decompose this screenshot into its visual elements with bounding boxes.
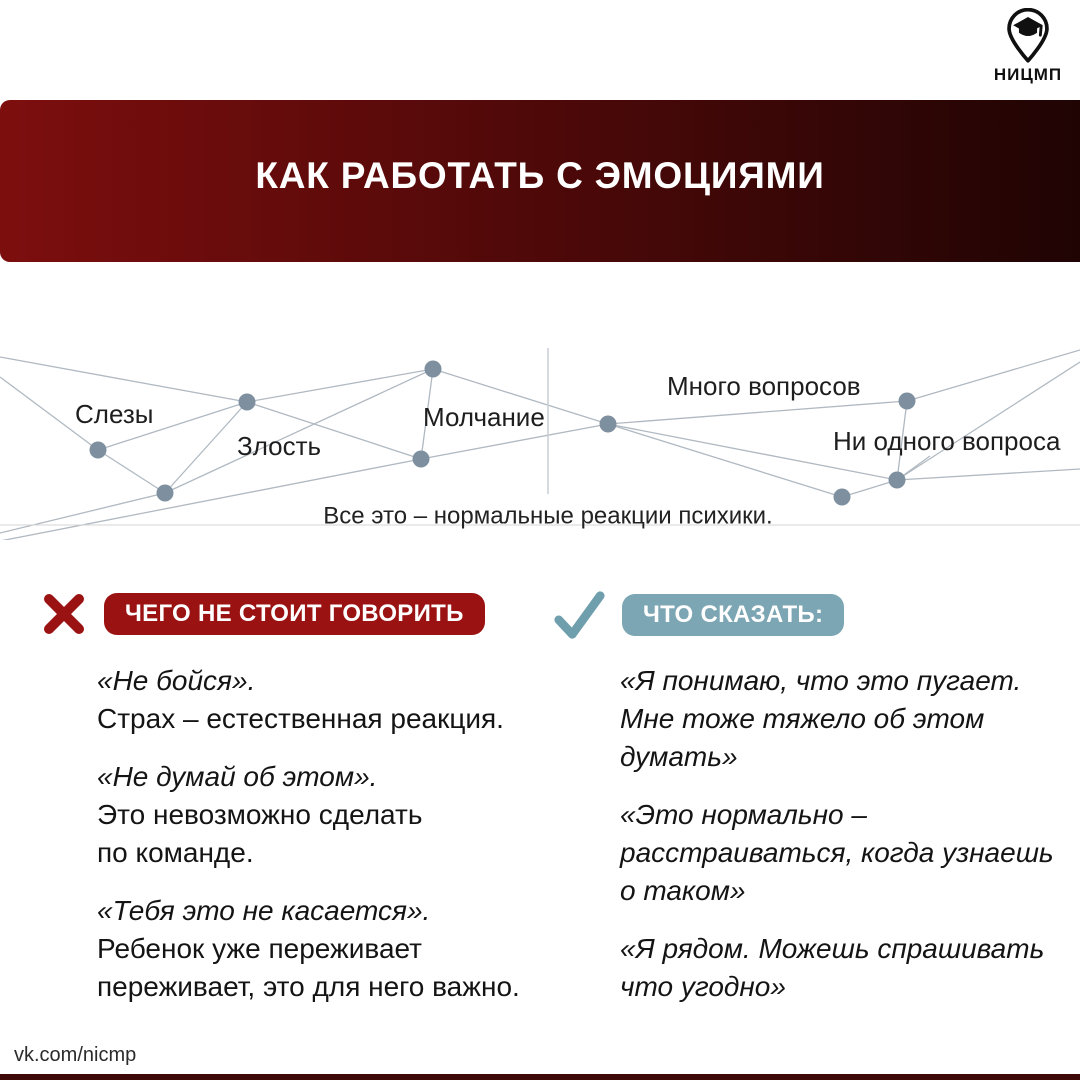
quote-line: «Это нормально – [620,799,867,830]
say-item: «Я рядом. Можешь спрашивать что угодно» [620,930,1080,1006]
explanation-line: по команде. [97,837,254,868]
quote-line: «Я понимаю, что это пугает. [620,665,1022,696]
svg-text:Все это – нормальные реакции п: Все это – нормальные реакции психики. [323,503,772,530]
svg-text:Молчание: Молчание [423,402,545,432]
bottom-accent-bar [0,1074,1080,1080]
say-section-header: ЧТО СКАЗАТЬ: [552,588,845,642]
dont-list: «Не бойся». Страх – естественная реакция… [97,662,567,1026]
svg-text:Слезы: Слезы [75,399,153,429]
dont-badge: ЧЕГО НЕ СТОИТ ГОВОРИТЬ [104,593,485,635]
dont-item: «Не бойся». Страх – естественная реакция… [97,662,567,738]
logo-pin-graduation-icon [1007,8,1049,63]
dont-item: «Тебя это не касается». Ребенок уже пере… [97,892,567,1006]
quote-line: «Тебя это не касается». [97,895,431,926]
say-list: «Я понимаю, что это пугает. Мне тоже тяж… [620,662,1080,1026]
say-item: «Я понимаю, что это пугает. Мне тоже тяж… [620,662,1080,776]
cross-icon [44,594,84,634]
quote-line: о таком» [620,875,746,906]
vk-link[interactable]: vk.com/nicmp [14,1044,137,1066]
page-title: КАК РАБОТАТЬ С ЭМОЦИЯМИ [255,155,825,196]
quote-line: «Не бойся». [97,665,256,696]
quote-line: думать» [620,741,738,772]
explanation-line: переживает, это для него важно. [97,971,520,1002]
quote-line: «Я рядом. Можешь спрашивать [620,933,1045,964]
svg-text:Злость: Злость [237,431,321,461]
svg-text:Много вопросов: Много вопросов [667,371,861,401]
quote-line: расстраиваться, когда узнаешь [620,837,1054,868]
explanation-line: Ребенок уже переживает [97,933,422,964]
logo: НИЦМП [986,8,1070,85]
dont-item: «Не думай об этом». Это невозможно сдела… [97,758,567,872]
explanation-line: Это невозможно сделать [97,799,423,830]
check-icon [554,591,605,639]
logo-brand: НИЦМП [993,65,1063,84]
quote-line: «Не думай об этом». [97,761,378,792]
say-item: «Это нормально – расстраиваться, когда у… [620,796,1080,910]
title-banner: КАК РАБОТАТЬ С ЭМОЦИЯМИ [0,100,1080,262]
dont-section-header: ЧЕГО НЕ СТОИТ ГОВОРИТЬ [40,590,485,638]
quote-line: Мне тоже тяжело об этом [620,703,985,734]
say-badge: ЧТО СКАЗАТЬ: [622,594,845,636]
explanation-line: Страх – естественная реакция. [97,703,504,734]
svg-text:Ни одного вопроса: Ни одного вопроса [833,426,1061,456]
quote-line: что угодно» [620,971,786,1002]
